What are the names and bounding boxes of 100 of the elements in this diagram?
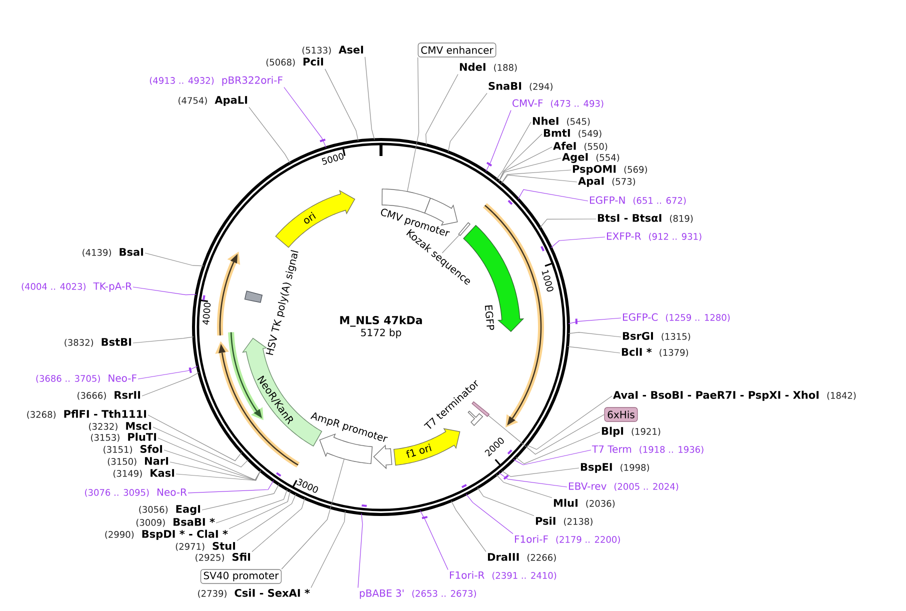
primer-label: EXFP-R (912 .. 931) bbox=[607, 232, 702, 241]
site-label: (3056) EagI bbox=[139, 505, 200, 515]
leader-line bbox=[252, 498, 306, 552]
leader-line bbox=[216, 489, 288, 524]
leader-line bbox=[138, 366, 198, 380]
leader-line bbox=[501, 170, 572, 184]
site-label: PsiI (2138) bbox=[536, 516, 592, 526]
primer-label: F1ori-R (2391 .. 2410) bbox=[450, 571, 556, 580]
leader-line bbox=[358, 513, 363, 588]
primer-label: EGFP-N (651 .. 672) bbox=[590, 196, 686, 205]
site-label: (5133) AseI bbox=[302, 46, 364, 55]
site-label: (3153) PluTI bbox=[91, 432, 156, 442]
site-label: (3232) MscI bbox=[89, 422, 152, 431]
site-label: (3666) RsrII bbox=[78, 391, 140, 400]
site-label: (3268) PflFI - Tth111I bbox=[27, 410, 146, 419]
site-label: MluI (2036) bbox=[554, 498, 615, 508]
site-label: (2739) CsiI - SexAI * bbox=[198, 588, 310, 598]
site-label: (2971) StuI bbox=[176, 542, 236, 551]
site-label: (3149) KasI bbox=[113, 469, 174, 478]
leader-line bbox=[568, 332, 622, 338]
leader-line bbox=[284, 86, 326, 148]
leader-line bbox=[170, 462, 261, 481]
leader-line bbox=[516, 432, 600, 464]
leader-line bbox=[448, 92, 488, 152]
leader-line bbox=[132, 286, 197, 296]
leader-line bbox=[466, 494, 514, 534]
leader-line bbox=[426, 74, 458, 146]
site-label: (3151) SfoI bbox=[104, 444, 162, 454]
leader-line bbox=[540, 218, 596, 228]
leader-line bbox=[420, 510, 448, 570]
feature-block: ori bbox=[275, 190, 356, 248]
leader-line bbox=[248, 106, 290, 164]
leader-line bbox=[496, 474, 552, 498]
leader-line bbox=[144, 252, 204, 266]
primer-label: EGFP-C (1259 .. 1280) bbox=[623, 313, 730, 322]
site-label: BspEI (1998) bbox=[580, 463, 649, 473]
site-label: (3150) NarI bbox=[108, 457, 168, 466]
site-label: AvaI - BsoBI - PaeR7I - PspXI - XhoI (1842) bbox=[613, 390, 856, 401]
site-label: AgeI (554) bbox=[562, 153, 620, 163]
site-label: (3009) BsaBI * bbox=[136, 518, 215, 527]
leader-line bbox=[518, 189, 588, 202]
leader-line bbox=[501, 174, 578, 184]
site-label: (4139) BsaI bbox=[82, 248, 144, 257]
site-label: PspOMI (569) bbox=[572, 164, 647, 175]
leader-line bbox=[164, 450, 261, 480]
leader-line bbox=[496, 122, 532, 180]
leader-line bbox=[567, 346, 620, 354]
site-label: DraIII (2266) bbox=[488, 553, 556, 562]
site-label: BlpI (1921) bbox=[602, 426, 660, 437]
site-label: BmtI (549) bbox=[544, 129, 602, 138]
site-label: (5068) PciI bbox=[266, 57, 324, 67]
leader-line bbox=[498, 146, 552, 182]
leader-line bbox=[152, 426, 249, 468]
tick-label: 5000 bbox=[322, 153, 344, 165]
primer-label: CMV-F (473 .. 493) bbox=[512, 99, 604, 108]
leader-line bbox=[132, 336, 194, 344]
leader-line bbox=[442, 234, 460, 254]
leader-line bbox=[148, 414, 242, 462]
feature-bar bbox=[458, 222, 471, 236]
leader-line bbox=[450, 500, 486, 552]
primer-label: (4913 .. 4932) pBR322ori-F bbox=[150, 76, 282, 86]
leader-line bbox=[236, 494, 296, 542]
primer-label: pBABE 3' (2653 .. 2673) bbox=[360, 589, 476, 599]
leader-line bbox=[158, 438, 261, 480]
leader-line bbox=[501, 468, 580, 477]
primer-label: (3686 .. 3705) Neo-F bbox=[36, 374, 136, 383]
site-label: (4754) ApaLI bbox=[178, 96, 248, 106]
leader-line bbox=[142, 372, 200, 396]
site-label: AfeI (550) bbox=[553, 142, 608, 151]
leader-line bbox=[477, 487, 534, 516]
leader-line bbox=[486, 110, 512, 172]
primer-label: T7 Term (1918 .. 1936) bbox=[592, 445, 704, 454]
site-label: (2925) SfiI bbox=[196, 552, 250, 562]
primer-label: EBV-rev (2005 .. 2024) bbox=[569, 482, 678, 491]
primer-label: (4004 .. 4023) TK-pA-R bbox=[22, 282, 132, 292]
site-label: (2990) BspDI * - ClaI * bbox=[105, 530, 228, 540]
leader-line bbox=[513, 450, 592, 466]
site-label: NheI (545) bbox=[532, 116, 590, 126]
site-label: BclI * (1379) bbox=[622, 348, 688, 357]
leader-line bbox=[324, 68, 358, 142]
primer-label: (3076 .. 3095) Neo-R bbox=[85, 488, 187, 497]
label-box: 6xHis bbox=[604, 407, 638, 422]
leader-line bbox=[498, 158, 562, 182]
site-label: (3832) BstBI bbox=[64, 338, 132, 347]
tick-label: 4000 bbox=[202, 302, 211, 325]
leader-line bbox=[550, 236, 606, 248]
leader-line bbox=[407, 57, 420, 192]
leader-line bbox=[281, 458, 344, 570]
site-label: NdeI (188) bbox=[460, 62, 517, 72]
leader-line bbox=[228, 490, 290, 530]
site-label: BsrGI (1315) bbox=[622, 332, 690, 341]
site-label: SnaBI (294) bbox=[488, 82, 552, 91]
leader-line bbox=[488, 414, 605, 455]
leader-line bbox=[202, 484, 280, 510]
site-label: ApaI (573) bbox=[578, 177, 636, 187]
label-box: CMV enhancer bbox=[418, 42, 496, 58]
label-box: SV40 promoter bbox=[200, 569, 282, 584]
leader-line bbox=[364, 56, 375, 140]
feature-label: EGFP bbox=[484, 305, 494, 330]
leader-line bbox=[188, 480, 274, 494]
